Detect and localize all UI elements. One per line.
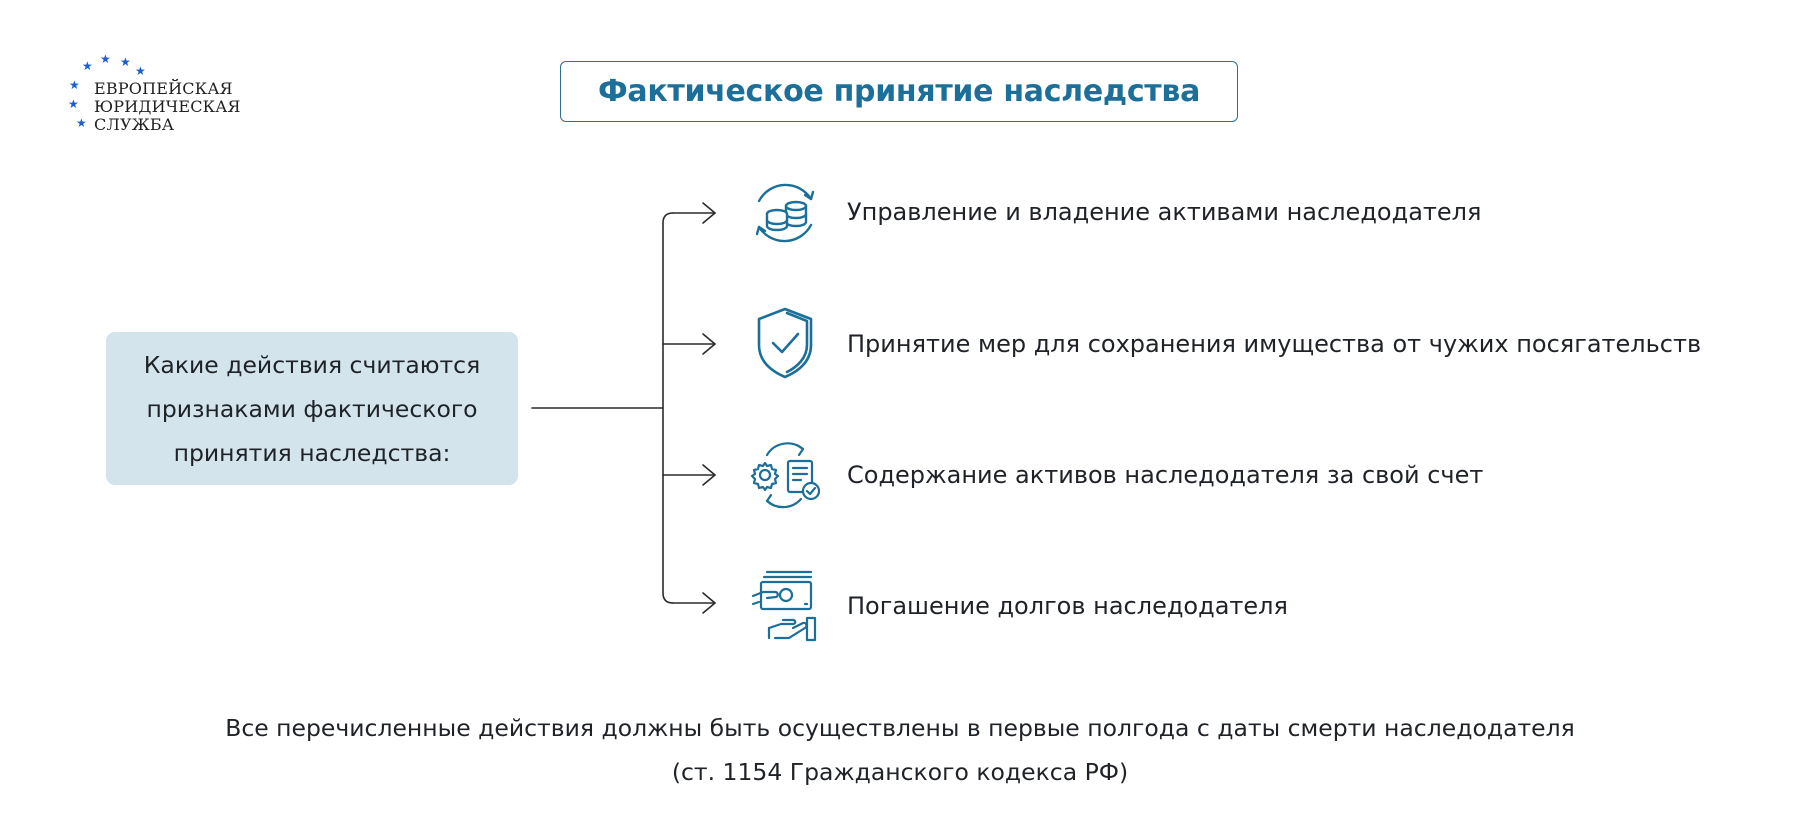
logo-line-1: ЕВРОПЕЙСКАЯ [94, 79, 233, 98]
svg-text:★: ★ [68, 97, 79, 111]
footer-note: Все перечисленные действия должны быть о… [225, 714, 1575, 742]
svg-text:★: ★ [120, 55, 131, 69]
svg-text:★: ★ [69, 78, 80, 92]
arrowhead-3 [702, 464, 716, 486]
svg-text:★: ★ [82, 59, 93, 73]
arrowhead-1 [702, 202, 716, 224]
item-label-2: Принятие мер для сохранения имущества от… [847, 330, 1702, 358]
item-label-4: Погашение долгов наследодателя [847, 592, 1288, 620]
gear-document-icon [750, 442, 821, 509]
item-label-1: Управление и владение активами наследода… [847, 198, 1482, 226]
item-label-3: Содержание активов наследодателя за свой… [847, 461, 1484, 489]
logo-line-3: СЛУЖБА [94, 115, 175, 134]
logo-line-2: ЮРИДИЧЕСКАЯ [94, 97, 241, 116]
shield-check-icon [757, 307, 813, 379]
footer-reference: (ст. 1154 Гражданского кодекса РФ) [671, 758, 1129, 786]
arrowhead-2 [702, 333, 716, 355]
connector-spine [662, 212, 674, 604]
title-box: Фактическое принятие наследства [560, 61, 1238, 122]
page-title: Фактическое принятие наследства [597, 74, 1201, 109]
question-box: Какие действия считаются признаками факт… [106, 332, 518, 485]
arrowhead-4 [702, 592, 716, 614]
svg-text:★: ★ [100, 52, 111, 66]
svg-text:★: ★ [135, 64, 146, 78]
svg-text:★: ★ [76, 116, 87, 130]
hand-money-icon [751, 570, 817, 642]
logo-stars-icon: ★ ★ ★ ★ ★ ★ ★ [68, 52, 146, 130]
question-text: Какие действия считаются признаками факт… [143, 350, 481, 467]
company-logo: ★ ★ ★ ★ ★ ★ ★ ЕВРОПЕЙСКАЯ ЮРИДИЧЕСКАЯ СЛ… [64, 52, 254, 134]
coins-cycle-icon [755, 183, 815, 243]
